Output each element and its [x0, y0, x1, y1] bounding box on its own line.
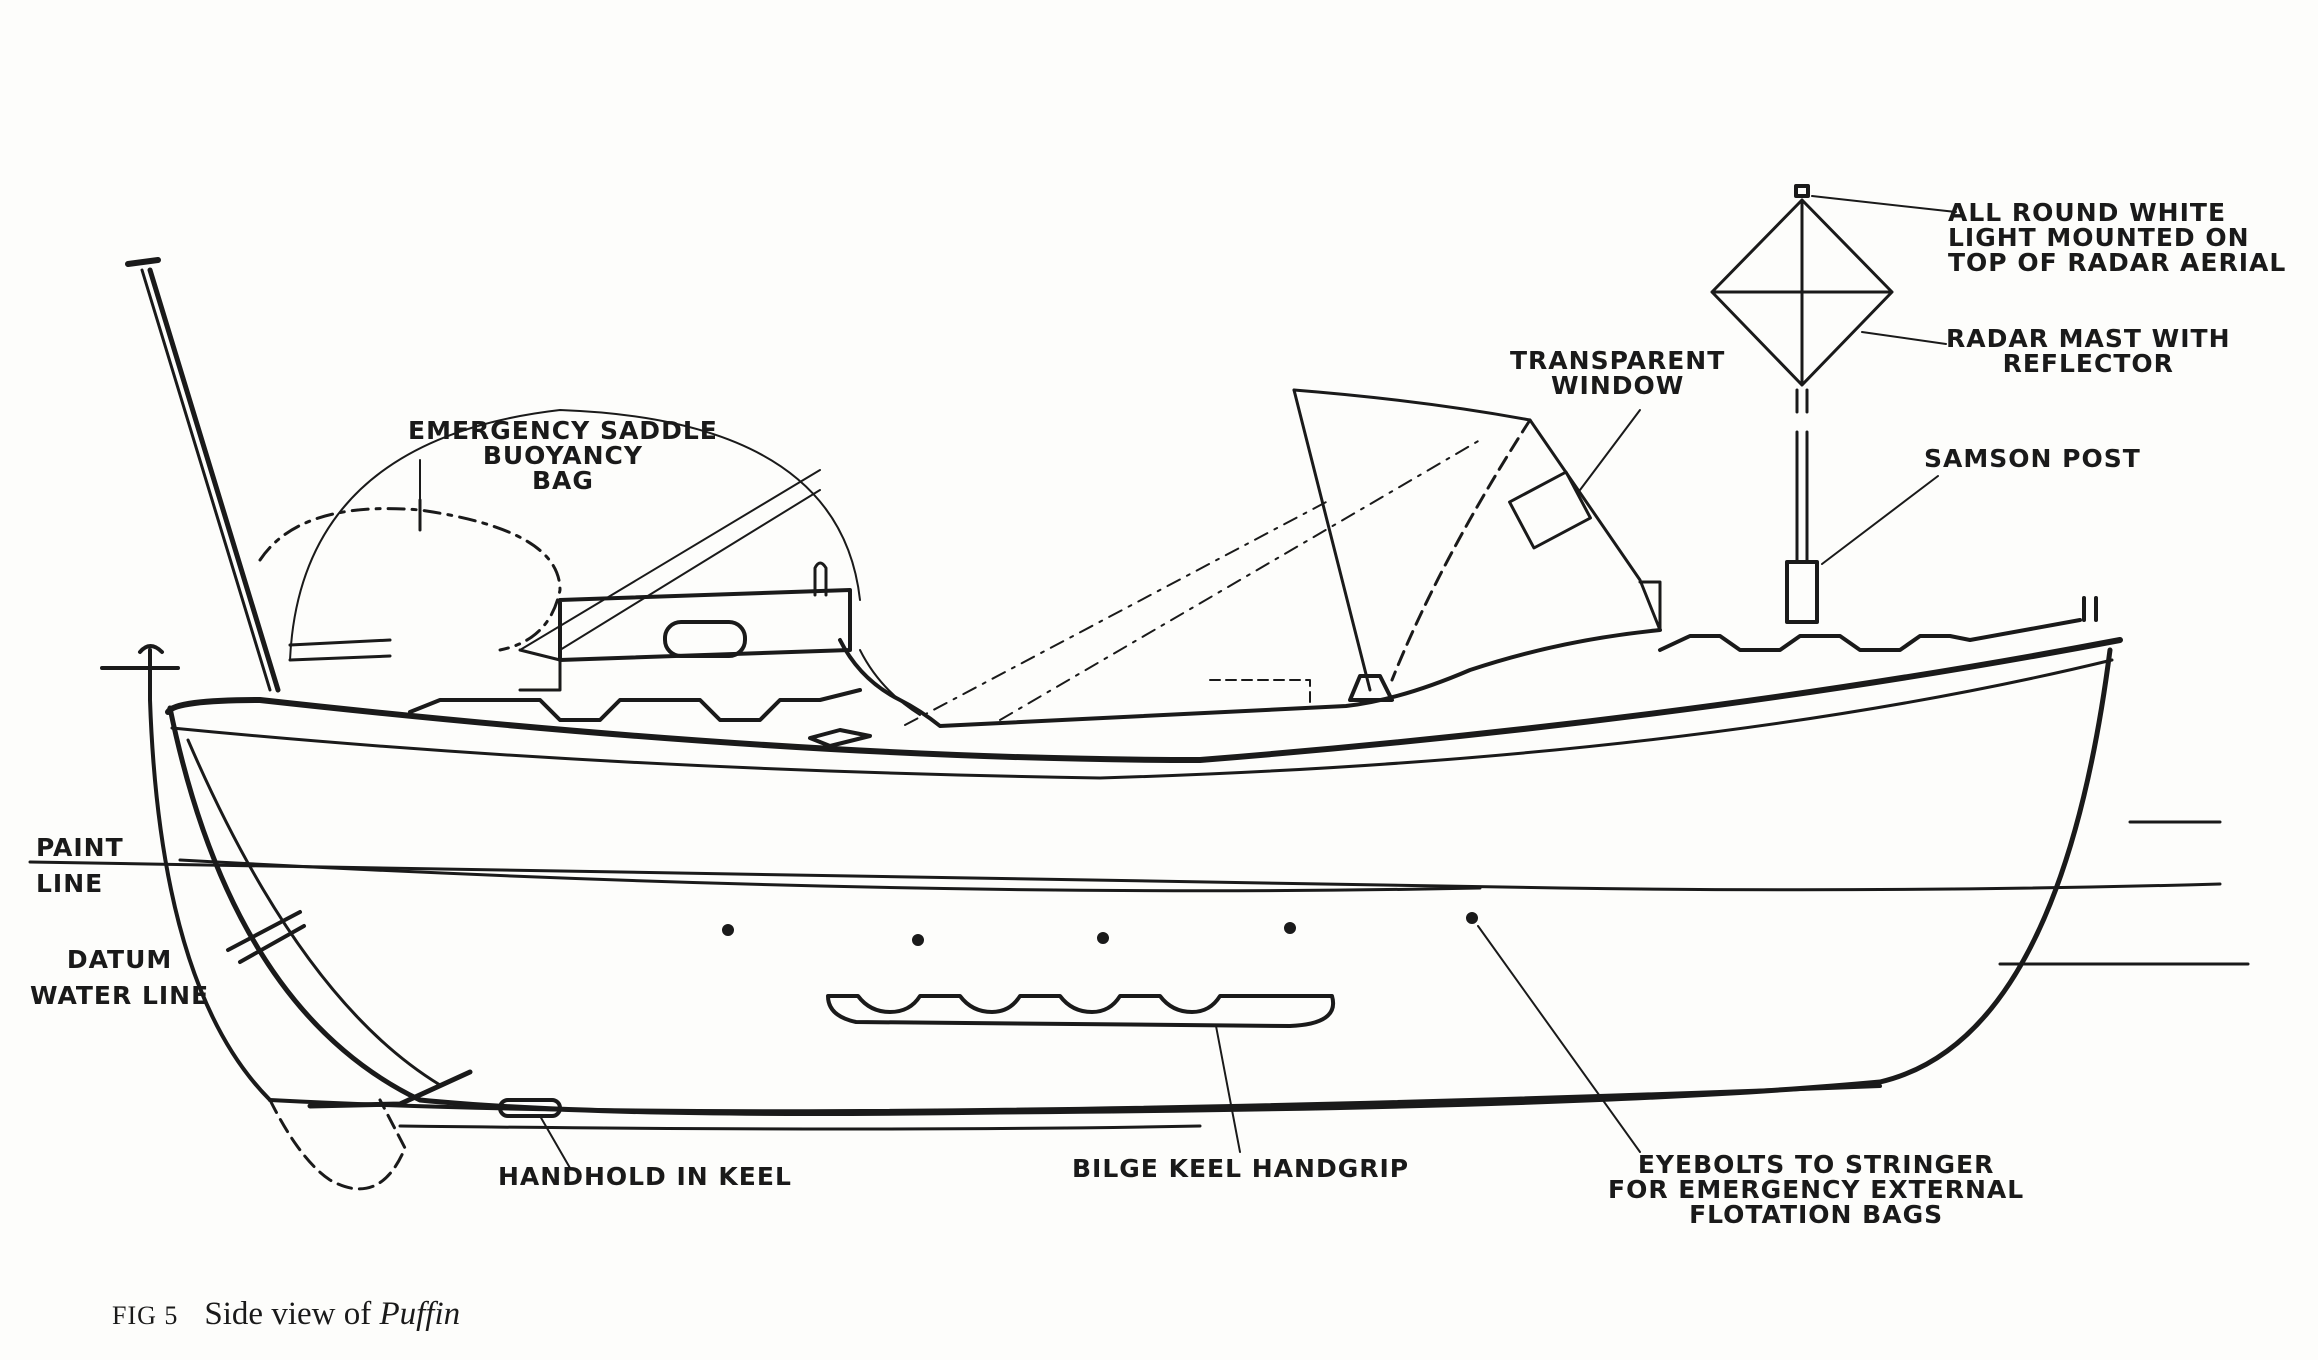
- eyebolt: [722, 924, 734, 936]
- label-line: TRANSPARENT: [1510, 346, 1726, 375]
- label-line: DATUM: [66, 945, 173, 974]
- eyebolt: [1284, 922, 1296, 934]
- label-line: ALL ROUND WHITE: [1948, 198, 2227, 227]
- rudder: [268, 1098, 407, 1191]
- eyebolt: [912, 934, 924, 946]
- label-line: EMERGENCY SADDLE: [408, 416, 718, 445]
- label-line: BILGE KEEL HANDGRIP: [1072, 1154, 1410, 1183]
- hood-pivot: [1348, 674, 1394, 702]
- hatch-slot: [663, 620, 747, 658]
- spray-hood-frame: [1292, 388, 1662, 632]
- saddle-bag-dashed: [258, 507, 562, 652]
- label-eyebolts: EYEBOLTS TO STRINGER FOR EMERGENCY EXTER…: [1608, 1152, 2024, 1227]
- label-transparent-window: TRANSPARENT WINDOW: [1510, 348, 1725, 398]
- label-line: FOR EMERGENCY EXTERNAL: [1608, 1175, 2025, 1204]
- forward-box-side: [518, 648, 562, 692]
- spray-hood-hoop: [1390, 418, 1532, 682]
- label-line: WINDOW: [1550, 371, 1685, 400]
- label-line: HANDHOLD IN KEEL: [498, 1162, 792, 1191]
- leader-window: [1579, 409, 1641, 491]
- hull-outline: [167, 647, 2113, 1116]
- spray-hood-stay: [904, 499, 1331, 726]
- label-line: FLOTATION BAGS: [1689, 1200, 1944, 1229]
- label-line: SAMSON POST: [1924, 444, 2141, 473]
- figure-caption: FIG 5 Side view of Puffin: [112, 1296, 460, 1333]
- deck-handgrip-aft: [1658, 618, 2082, 652]
- forward-deck-rail: [288, 638, 392, 662]
- bow-fitting: [100, 644, 180, 670]
- forward-box: [558, 588, 852, 662]
- label-line: PAINT: [36, 833, 124, 862]
- leader-eyebolts: [1477, 925, 1641, 1153]
- label-line: REFLECTOR: [2002, 349, 2174, 378]
- eyebolts: [722, 912, 1478, 946]
- label-line: LINE: [36, 869, 104, 898]
- spray-hood-stay-2: [999, 439, 1481, 721]
- spray-hood-forward: [1292, 388, 1372, 692]
- eyebolt: [1097, 932, 1109, 944]
- hull-inner-curve: [186, 738, 442, 1087]
- caption-boat-name: Puffin: [379, 1296, 461, 1332]
- label-samson-post: SAMSON POST: [1924, 446, 2141, 471]
- rubbing-strake: [178, 858, 1482, 893]
- label-line: TOP OF RADAR AERIAL: [1948, 248, 2287, 277]
- leader-light: [1811, 195, 1957, 213]
- radar-mast-upper: [1795, 388, 1809, 414]
- gunwale-lower: [170, 658, 2114, 780]
- label-line: LIGHT MOUNTED ON: [1948, 223, 2250, 252]
- leader-samson: [1821, 475, 1939, 565]
- eyebolt: [1466, 912, 1478, 924]
- keel-handhold: [498, 1098, 562, 1118]
- label-paint-line: PAINT LINE: [36, 830, 124, 902]
- label-light: ALL ROUND WHITE LIGHT MOUNTED ON TOP OF …: [1948, 200, 2286, 275]
- bilge-keel-handgrip: [826, 994, 1336, 1028]
- stem: [148, 668, 272, 1102]
- label-line: BAG: [531, 466, 594, 495]
- tiller-top: [125, 257, 161, 267]
- radar-reflector: [1710, 198, 1894, 387]
- label-line: RADAR MAST WITH: [1946, 324, 2231, 353]
- deck-handgrip-forward: [408, 688, 862, 722]
- radar-mast-lower: [1795, 430, 1809, 564]
- label-saddle-bag: EMERGENCY SADDLE BUOYANCY BAG: [408, 418, 718, 493]
- saddle-bag-arc: [289, 409, 861, 661]
- label-line: BUOYANCY: [482, 441, 643, 470]
- bow-handgrip: [226, 910, 306, 964]
- white-light: [1794, 184, 1810, 198]
- leader-handhold: [539, 1115, 571, 1169]
- label-handhold-in-keel: HANDHOLD IN KEEL: [498, 1164, 792, 1189]
- transparent-window: [1508, 470, 1592, 550]
- leader-radar: [1861, 331, 1947, 345]
- label-bilge-keel-handgrip: BILGE KEEL HANDGRIP: [1072, 1156, 1409, 1181]
- figure-number: FIG 5: [112, 1301, 179, 1330]
- cockpit-coaming-inner: [859, 649, 921, 716]
- stern-post: [2082, 596, 2098, 622]
- label-radar-mast: RADAR MAST WITH REFLECTOR: [1946, 326, 2231, 376]
- label-datum-water-line: DATUM WATER LINE: [30, 942, 209, 1014]
- tiller-pole-inner: [140, 268, 272, 692]
- cockpit-dash-box: [1209, 679, 1311, 706]
- cockpit-coaming: [838, 628, 1662, 728]
- keel-line: [268, 1084, 1882, 1114]
- samson-post: [1785, 560, 1819, 624]
- stern-coaming-end: [1638, 580, 1662, 632]
- forward-diagonal-1: [519, 469, 821, 651]
- tiller-bracket: [808, 728, 872, 748]
- leader-bilge: [1215, 1025, 1241, 1153]
- forward-diagonal-2: [559, 489, 821, 651]
- caption-text: Side view of: [204, 1296, 380, 1332]
- forward-post: [813, 561, 828, 597]
- label-line: WATER LINE: [30, 981, 210, 1010]
- label-line: EYEBOLTS TO STRINGER: [1637, 1150, 1995, 1179]
- rudder-fitting: [307, 1069, 473, 1109]
- datum-water-line: [28, 860, 2222, 892]
- keel-bottom: [398, 1124, 1202, 1131]
- tiller-pole: [147, 267, 281, 693]
- gunwale: [165, 637, 2123, 763]
